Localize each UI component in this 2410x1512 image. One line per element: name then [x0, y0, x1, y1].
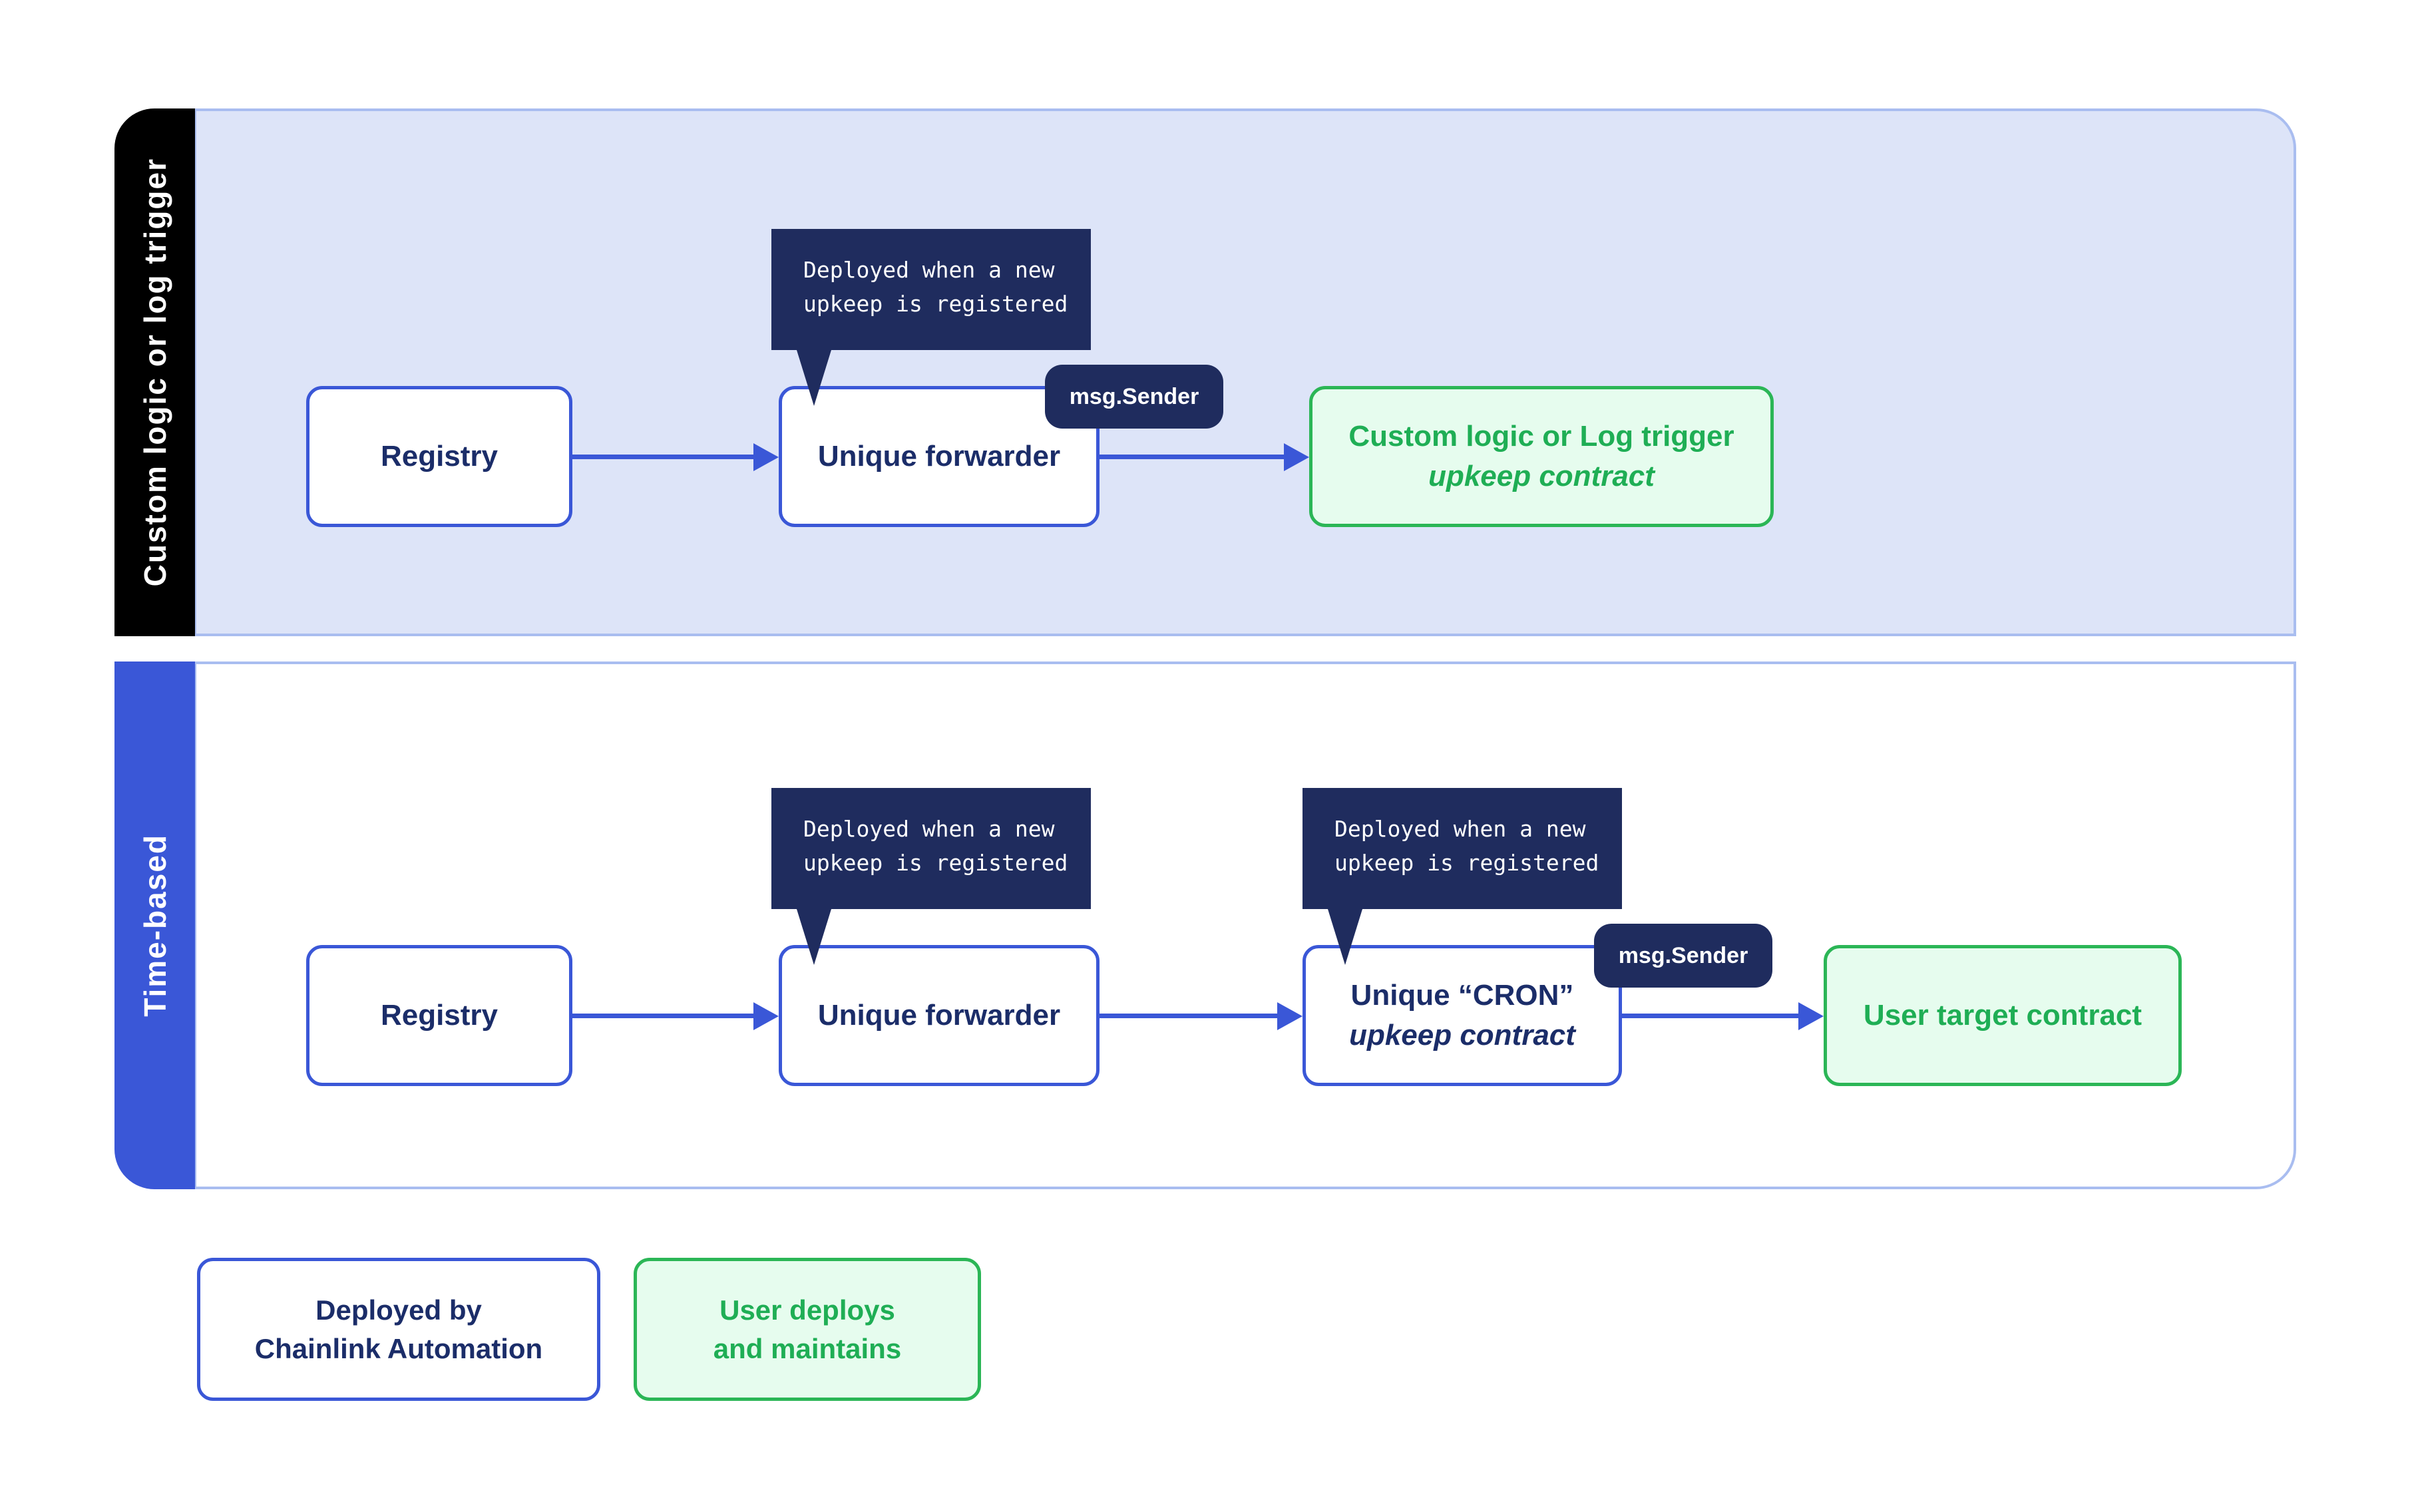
registry-node-time: Registry: [306, 945, 572, 1086]
tooltip-line-1: Deployed when a new: [1334, 816, 1586, 842]
arrowhead-icon: [753, 1002, 779, 1030]
msg-sender-badge-time: msg.Sender: [1594, 924, 1772, 988]
legend-chainlink-box: Deployed by Chainlink Automation: [197, 1258, 600, 1401]
upkeep-contract-line-1: Custom logic or Log trigger: [1348, 420, 1734, 453]
registry-node-custom: Registry: [306, 386, 572, 527]
cron-upkeep-contract-node: Unique “CRON” upkeep contract: [1303, 945, 1622, 1086]
custom-upkeep-contract-node: Custom logic or Log trigger upkeep contr…: [1309, 386, 1774, 527]
unique-forwarder-label: Unique forwarder: [817, 440, 1061, 472]
tooltip-line-2: upkeep is registered: [1334, 850, 1599, 876]
lane-custom-logic-label: Custom logic or log trigger: [137, 158, 172, 587]
unique-forwarder-node-time: Unique forwarder: [779, 945, 1100, 1086]
legend-chainlink-line-1: Deployed by: [315, 1294, 482, 1326]
arrowhead-icon: [1284, 443, 1309, 471]
msg-sender-label: msg.Sender: [1069, 383, 1199, 409]
legend-user-line-2: and maintains: [713, 1332, 902, 1364]
deployed-tooltip-forwarder-time: Deployed when a new upkeep is registered: [771, 788, 1091, 965]
upkeep-contract-line-2: upkeep contract: [1428, 460, 1655, 492]
msg-sender-badge-custom: msg.Sender: [1045, 365, 1223, 429]
lane-custom-logic-panel: [194, 108, 2296, 636]
legend-chainlink-line-2: Chainlink Automation: [254, 1332, 543, 1364]
arrow-registry-to-forwarder-custom: [572, 443, 779, 471]
deployed-tooltip-cron: Deployed when a new upkeep is registered: [1303, 788, 1622, 965]
user-target-contract-label: User target contract: [1863, 999, 2142, 1032]
arrowhead-icon: [1277, 1002, 1303, 1030]
tooltip-line-1: Deployed when a new: [803, 257, 1055, 283]
user-target-contract-node: User target contract: [1824, 945, 2182, 1086]
lane-time-based-strip: Time-based: [114, 662, 195, 1189]
cron-line-1: Unique “CRON”: [1350, 979, 1574, 1012]
arrow-forwarder-to-cron: [1100, 1002, 1303, 1030]
lane-custom-logic-strip: Custom logic or log trigger: [114, 108, 195, 636]
arrow-registry-to-forwarder-time: [572, 1002, 779, 1030]
unique-forwarder-label: Unique forwarder: [817, 999, 1061, 1032]
cron-line-2: upkeep contract: [1349, 1019, 1575, 1051]
arrowhead-icon: [753, 443, 779, 471]
registry-label: Registry: [380, 440, 499, 472]
legend-user-box: User deploys and maintains: [634, 1258, 981, 1401]
tooltip-line-2: upkeep is registered: [803, 850, 1068, 876]
legend-user-line-1: User deploys: [719, 1294, 895, 1326]
lane-time-based-panel: [194, 662, 2296, 1189]
tooltip-tail-icon: [797, 350, 831, 406]
arrow-forwarder-to-upkeep-custom: [1100, 443, 1309, 471]
tooltip-line-1: Deployed when a new: [803, 816, 1055, 842]
tooltip-line-2: upkeep is registered: [803, 291, 1068, 317]
deployed-tooltip-forwarder-custom: Deployed when a new upkeep is registered: [771, 229, 1091, 406]
arrow-cron-to-target: [1622, 1002, 1824, 1030]
msg-sender-label: msg.Sender: [1618, 942, 1748, 968]
arrowhead-icon: [1798, 1002, 1824, 1030]
tooltip-tail-icon: [1328, 909, 1362, 965]
registry-label: Registry: [380, 999, 499, 1032]
lane-time-based-label: Time-based: [137, 834, 172, 1017]
tooltip-tail-icon: [797, 909, 831, 965]
